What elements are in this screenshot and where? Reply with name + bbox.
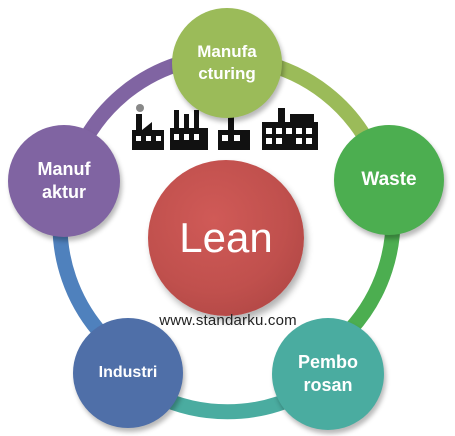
node-label: Pembo rosan xyxy=(297,351,358,395)
factory-icons xyxy=(132,104,318,150)
node-industri: Industri xyxy=(73,318,183,428)
website-watermark: www.standarku.com xyxy=(159,312,297,329)
factory-icon xyxy=(262,108,318,150)
node-label: Manufa cturing xyxy=(197,42,257,83)
node-label: Manuf aktur xyxy=(37,158,91,202)
node-label: Waste xyxy=(361,168,417,190)
node-manufaktur: Manuf aktur xyxy=(8,125,120,237)
node-label: Industri xyxy=(98,363,158,381)
factory-icon xyxy=(170,110,208,150)
center-label: Lean xyxy=(179,214,273,261)
node-manufacturing: Manufa cturing xyxy=(172,8,282,118)
node-pemborosan: Pembo rosan xyxy=(272,318,384,430)
node-waste: Waste xyxy=(334,125,444,235)
ring-arc-manufaktur-manufacturing xyxy=(78,54,188,144)
center-node-lean: Lean xyxy=(148,160,304,316)
factory-icon xyxy=(132,104,164,150)
